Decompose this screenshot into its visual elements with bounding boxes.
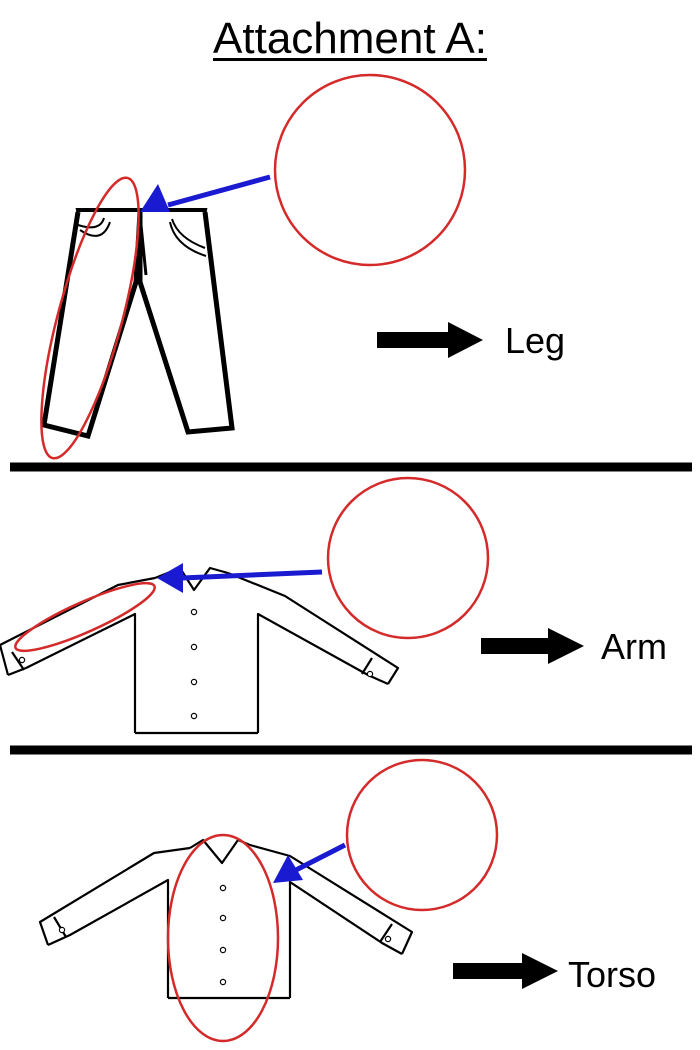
- leg-pointer-arrow: [168, 177, 270, 205]
- arm-pointer-arrowhead: [157, 563, 183, 593]
- arm-pointer-arrow: [182, 572, 322, 578]
- leg-label: Leg: [505, 320, 565, 361]
- arm-callout-circle: [328, 478, 488, 638]
- leg-callout-circle: [275, 75, 465, 265]
- panel-torso: Torso: [40, 760, 656, 1041]
- panel-leg: Leg: [22, 75, 566, 466]
- panel-arm: Arm: [0, 478, 667, 733]
- shirt-buttons-torso: [59, 885, 390, 984]
- torso-label-arrow: [453, 953, 558, 989]
- leg-label-arrow: [377, 322, 483, 358]
- torso-pointer-arrow: [296, 845, 345, 870]
- shirt-drawing-arm: [0, 568, 398, 733]
- torso-callout-circle: [347, 760, 497, 910]
- arm-label-arrow: [481, 628, 584, 664]
- arm-label: Arm: [601, 626, 667, 667]
- shirt-buttons-arm: [19, 609, 372, 718]
- torso-highlight-ellipse: [168, 835, 278, 1041]
- leg-pointer-arrowhead: [140, 184, 170, 212]
- torso-label: Torso: [568, 954, 656, 995]
- arm-highlight-ellipse: [9, 572, 160, 661]
